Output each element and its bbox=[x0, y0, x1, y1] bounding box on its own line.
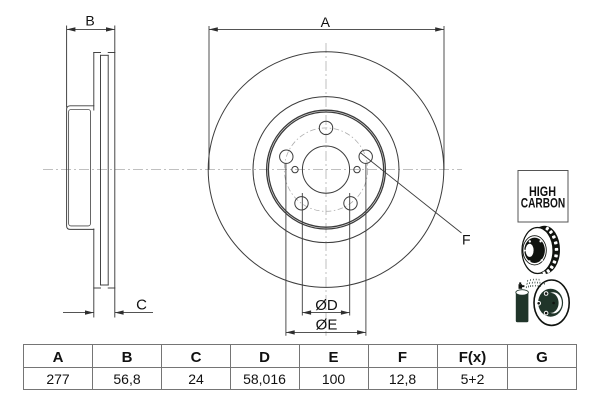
svg-text:ØD: ØD bbox=[315, 297, 338, 314]
svg-text:B: B bbox=[85, 13, 94, 29]
svg-text:D: D bbox=[259, 349, 270, 366]
svg-text:F(x): F(x) bbox=[459, 349, 487, 366]
svg-text:12,8: 12,8 bbox=[389, 371, 416, 387]
svg-text:C: C bbox=[191, 349, 202, 366]
svg-text:24: 24 bbox=[188, 371, 204, 387]
svg-text:G: G bbox=[536, 349, 548, 366]
svg-text:E: E bbox=[328, 349, 338, 366]
svg-text:HIGH: HIGH bbox=[529, 183, 556, 199]
svg-text:5+2: 5+2 bbox=[461, 371, 485, 387]
svg-text:C: C bbox=[136, 296, 147, 313]
svg-text:A: A bbox=[53, 349, 64, 366]
svg-text:F: F bbox=[398, 349, 407, 366]
svg-text:ØE: ØE bbox=[316, 317, 338, 334]
svg-text:100: 100 bbox=[322, 371, 346, 387]
svg-text:58,016: 58,016 bbox=[243, 371, 286, 387]
svg-text:F: F bbox=[462, 232, 471, 248]
svg-text:277: 277 bbox=[46, 371, 70, 387]
svg-text:B: B bbox=[122, 349, 133, 366]
svg-text:56,8: 56,8 bbox=[113, 371, 140, 387]
svg-text:CARBON: CARBON bbox=[521, 195, 566, 211]
svg-text:A: A bbox=[321, 14, 331, 30]
